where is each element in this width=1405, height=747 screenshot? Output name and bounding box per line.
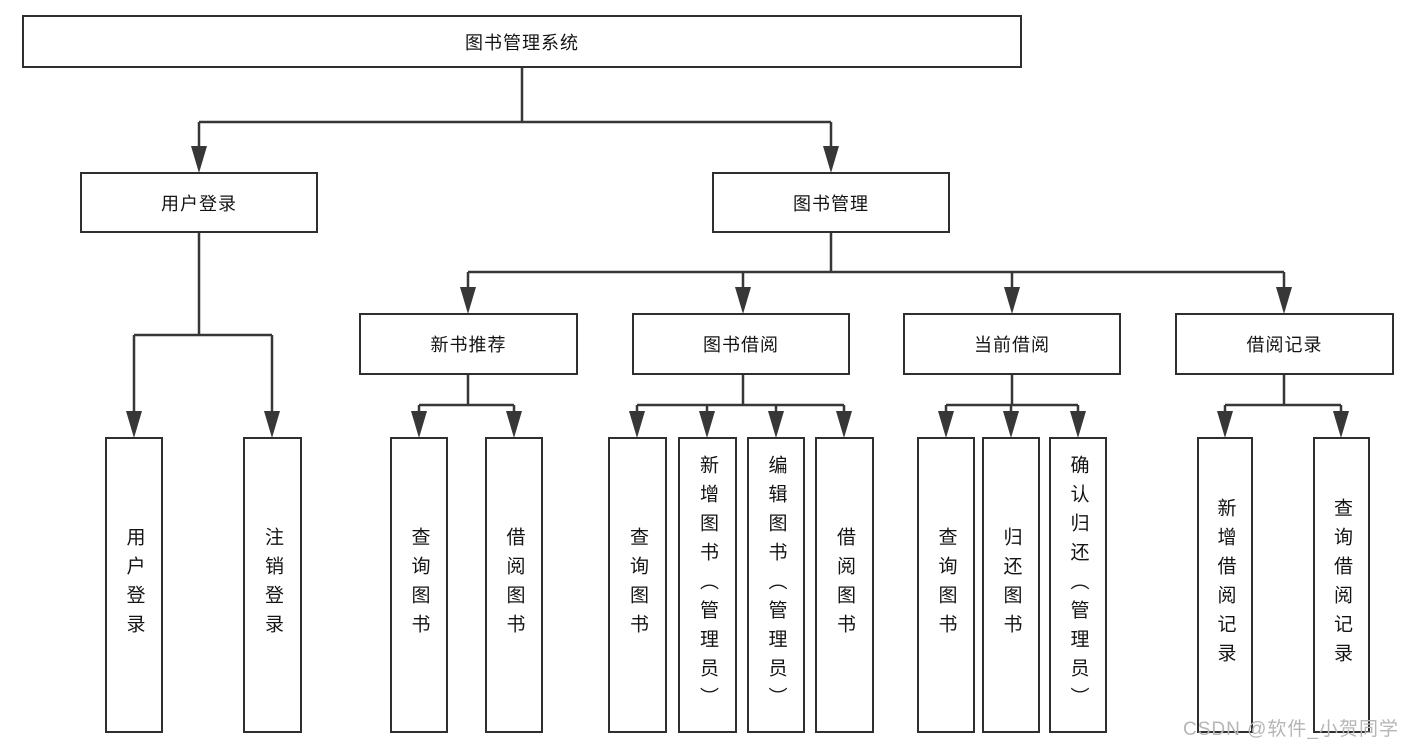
node-label: 查询借阅记录 xyxy=(1331,498,1352,672)
node-label: 新书推荐 xyxy=(430,335,507,355)
leaf-logout: 注销登录 xyxy=(243,437,302,733)
node-label: 用户登录 xyxy=(161,193,237,214)
leaf-query-books-current: 查询图书 xyxy=(917,437,975,733)
node-new-book-recommend: 新书推荐 xyxy=(359,313,578,375)
leaf-add-books-admin: 新增图书（管理员） xyxy=(678,437,737,733)
node-library-management-system: 图书管理系统 xyxy=(22,15,1022,68)
watermark: CSDN @软件_小贺同学 xyxy=(1183,719,1399,740)
node-label: 新增借阅记录 xyxy=(1214,498,1236,672)
node-label: 查询图书 xyxy=(935,527,957,643)
leaf-borrow-books: 借阅图书 xyxy=(815,437,874,733)
node-label: 用户登录 xyxy=(123,527,145,643)
node-label: 查询图书 xyxy=(408,527,430,643)
node-label: 图书管理 xyxy=(793,193,869,214)
node-book-management: 图书管理 xyxy=(712,172,950,233)
node-label: 编辑图书（管理员） xyxy=(765,454,787,716)
node-label: 借阅图书 xyxy=(503,527,525,643)
node-label: 当前借阅 xyxy=(974,335,1050,355)
leaf-borrow-books-recommend: 借阅图书 xyxy=(485,437,543,733)
leaf-query-books-borrow: 查询图书 xyxy=(608,437,667,733)
leaf-edit-books-admin: 编辑图书（管理员） xyxy=(747,437,805,733)
leaf-return-books: 归还图书 xyxy=(982,437,1040,733)
node-borrow-records: 借阅记录 xyxy=(1175,313,1394,375)
leaf-query-borrow-record: 查询借阅记录 xyxy=(1313,437,1370,733)
node-label: 归还图书 xyxy=(1000,527,1022,643)
leaf-query-books-recommend: 查询图书 xyxy=(390,437,448,733)
node-current-borrow: 当前借阅 xyxy=(903,313,1121,375)
leaf-add-borrow-record: 新增借阅记录 xyxy=(1197,437,1253,733)
leaf-user-login: 用户登录 xyxy=(105,437,163,733)
node-label: 借阅记录 xyxy=(1246,335,1323,355)
node-label: 图书借阅 xyxy=(703,335,779,355)
leaf-confirm-return-admin: 确认归还（管理员） xyxy=(1049,437,1107,733)
node-book-borrow: 图书借阅 xyxy=(632,313,850,375)
node-label: 注销登录 xyxy=(262,527,283,643)
node-label: 图书管理系统 xyxy=(465,32,579,53)
node-label: 查询图书 xyxy=(627,527,648,643)
node-label: 借阅图书 xyxy=(834,527,855,643)
node-label: 新增图书（管理员） xyxy=(697,454,718,716)
node-label: 确认归还（管理员） xyxy=(1067,454,1089,716)
node-user-login: 用户登录 xyxy=(80,172,318,233)
